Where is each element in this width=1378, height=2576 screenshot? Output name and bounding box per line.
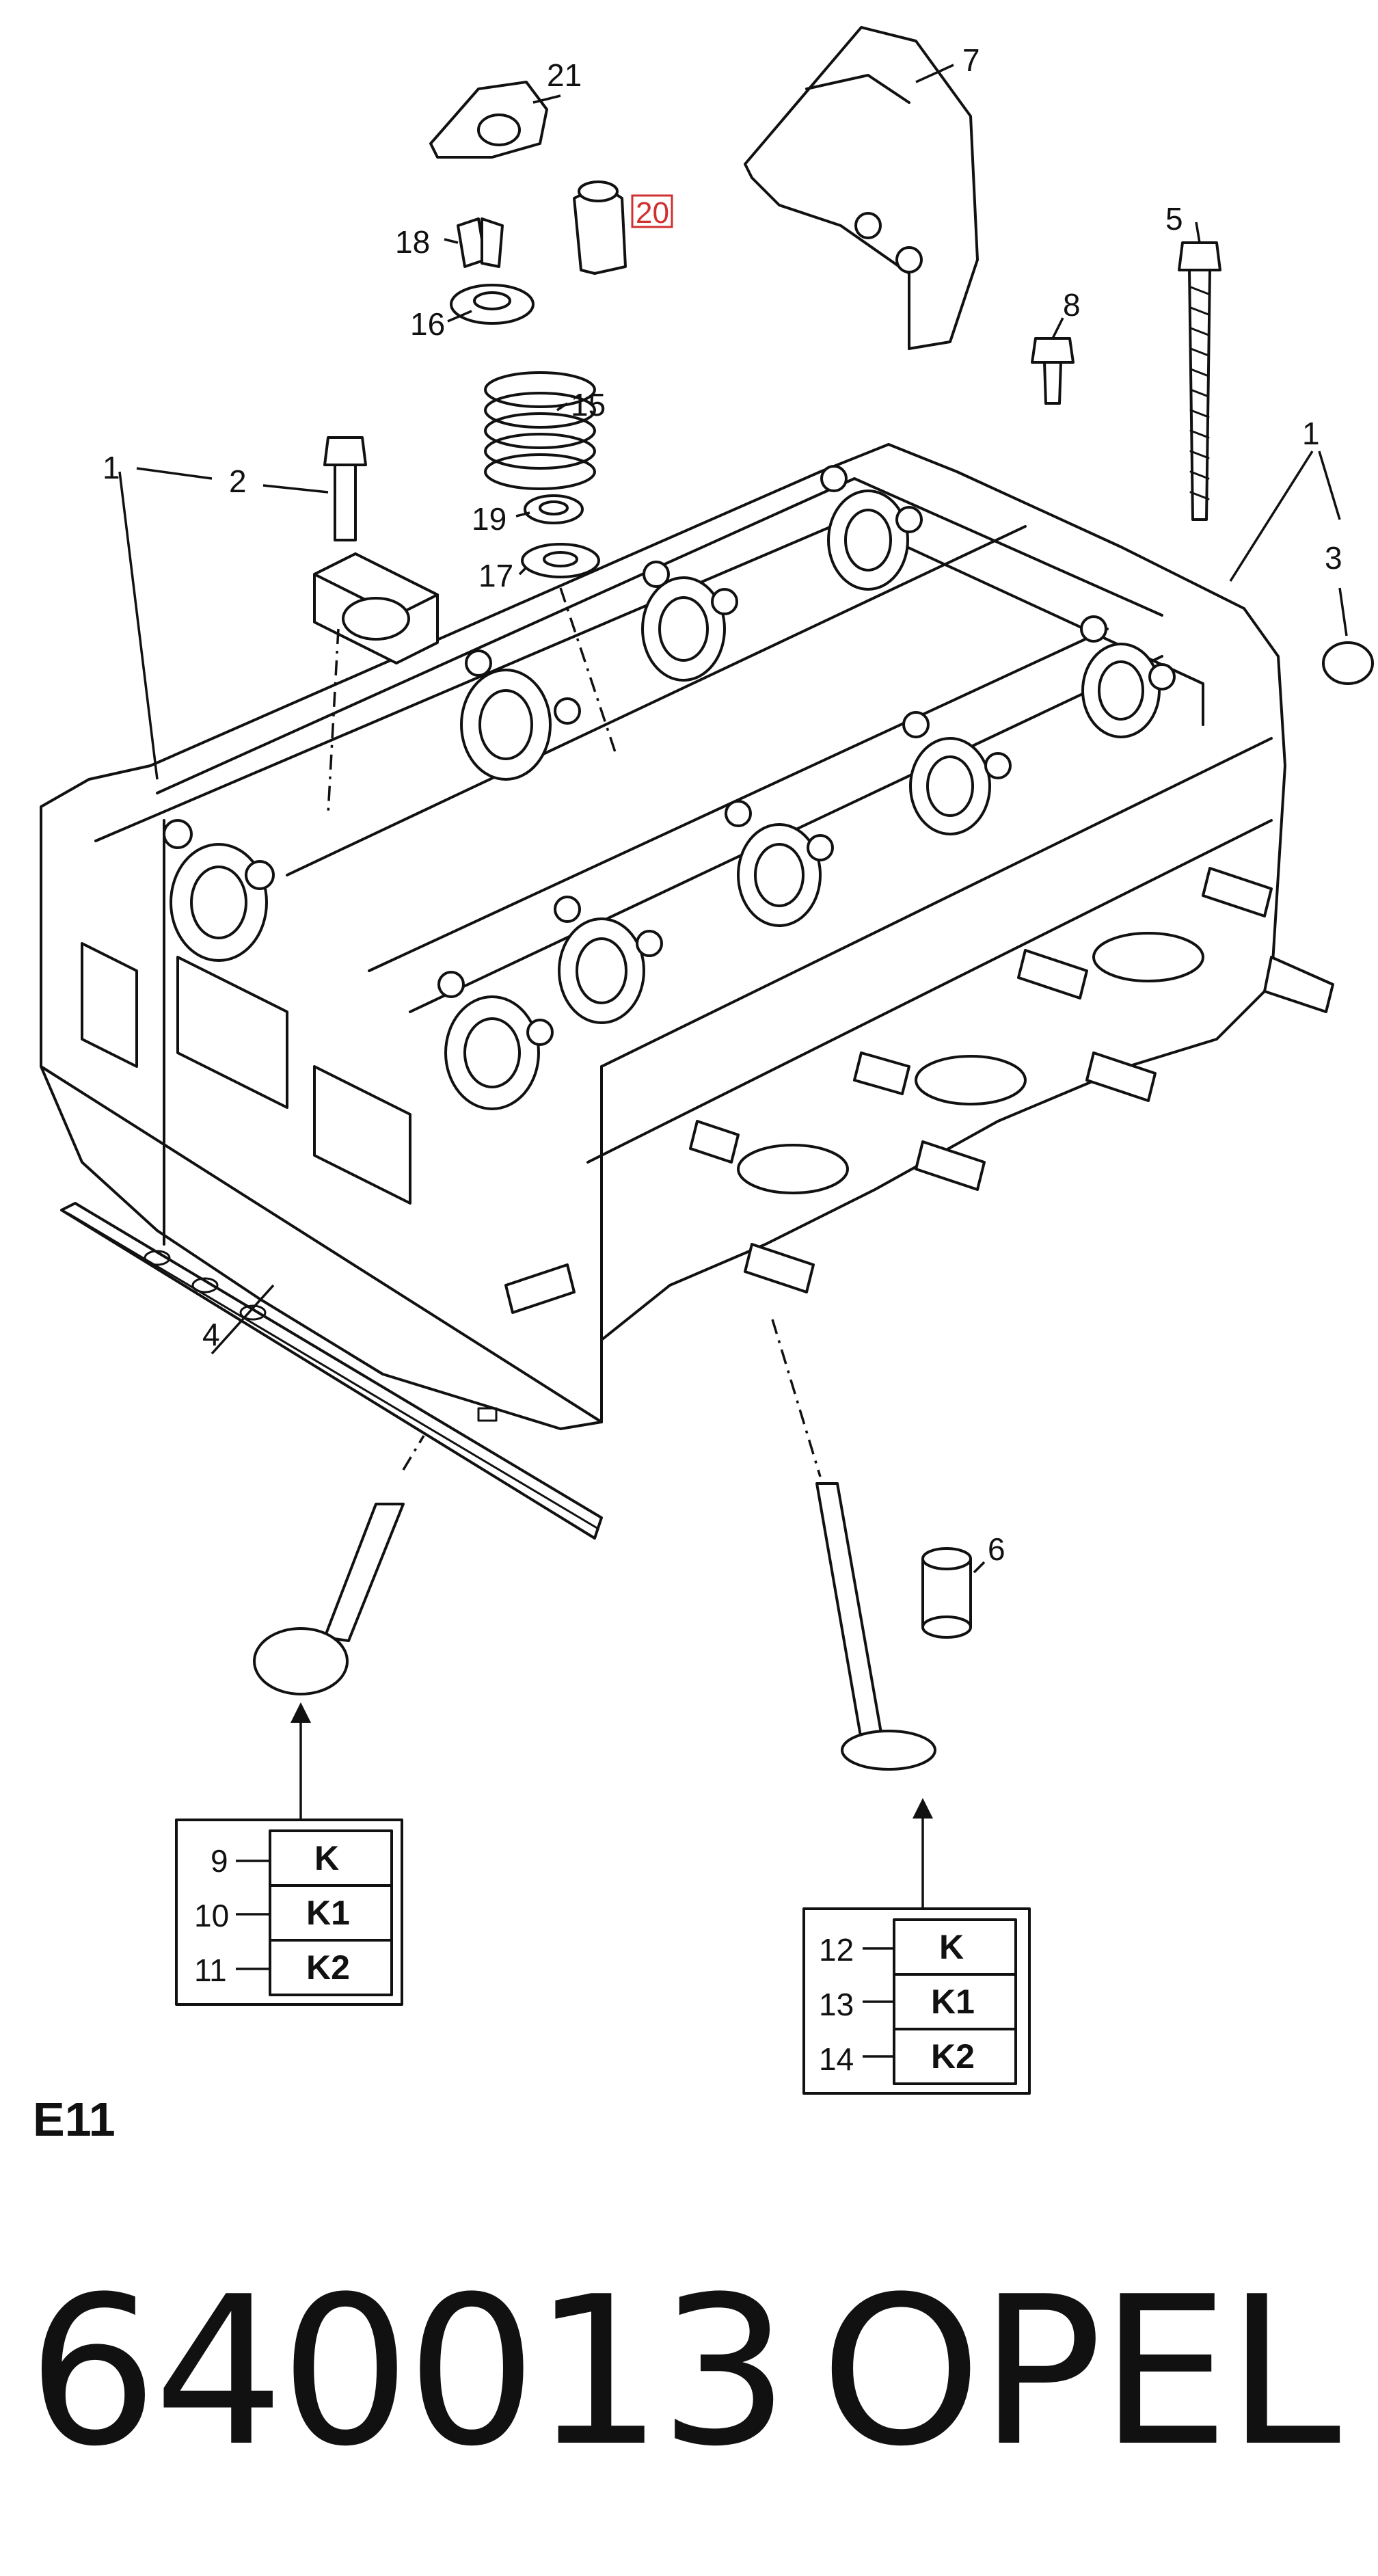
callout-5: 5 [1165, 201, 1183, 237]
section-code: E11 [33, 2093, 116, 2146]
callout-20: 20 [636, 196, 669, 230]
cap-bolts [163, 465, 1176, 1046]
valve-keepers-18 [457, 217, 504, 268]
side-openings [81, 932, 1204, 1205]
bearing-cap [313, 552, 439, 665]
rocker-arm-21 [429, 81, 548, 159]
callout-1-right: 1 [1302, 416, 1320, 451]
exhaust-studs [504, 867, 1334, 1314]
assembly-lines [327, 587, 822, 1477]
spring-seat-17 [521, 543, 600, 578]
leader-lines [118, 64, 1348, 1574]
ref-12: 12 [819, 1932, 854, 1968]
exhaust-valve-variants-box: 12 13 14 K K1 K2 [802, 1907, 1031, 2095]
variant-k2-exhaust: K2 [931, 2037, 975, 2076]
callout-19: 19 [472, 501, 506, 537]
callout-18: 18 [395, 224, 430, 260]
valve-spring-15 [484, 371, 596, 490]
callout-8: 8 [1063, 287, 1081, 323]
callout-7: 7 [962, 42, 980, 78]
ref-9: 9 [211, 1843, 228, 1879]
ref-10: 10 [194, 1898, 229, 1933]
brand-name: OPEL [820, 2253, 1341, 2491]
callout-20-highlight [631, 194, 673, 228]
callout-21: 21 [547, 57, 582, 93]
callout-6: 6 [988, 1531, 1005, 1567]
ref-11: 11 [194, 1953, 227, 1988]
intake-valve [253, 1503, 405, 1695]
bolt-2 [323, 436, 367, 541]
callout-4: 4 [202, 1317, 220, 1352]
valve-arrows [291, 1702, 933, 1907]
spring-retainer-16 [450, 284, 535, 325]
callout-16: 16 [410, 306, 445, 342]
variant-k1: K1 [306, 1894, 350, 1932]
callout-1-left: 1 [103, 450, 120, 485]
head-bolt-5 [1178, 241, 1221, 521]
bolt-8 [1031, 337, 1075, 405]
exhaust-valve [815, 1482, 936, 1771]
plug-3 [1322, 641, 1374, 685]
ref-13: 13 [819, 1987, 854, 2022]
callout-17: 17 [478, 558, 513, 593]
camshaft-bearing-caps [170, 489, 1161, 1110]
head-gasket [60, 1202, 603, 1540]
intake-valve-variants-box: 9 10 11 K K1 K2 [175, 1819, 403, 2006]
variant-k: K [314, 1839, 339, 1877]
callout-labels: 1 2 1 3 4 5 6 7 8 15 16 17 18 19 21 20 [103, 42, 1342, 1567]
variant-k1-exhaust: K1 [931, 1983, 975, 2021]
callout-3: 3 [1325, 540, 1342, 576]
valve-stem-seal-19 [524, 494, 584, 524]
cylinder-head [40, 443, 1334, 1430]
valve-guide-6 [921, 1547, 972, 1639]
callout-15: 15 [571, 387, 606, 422]
hydraulic-lifter-20 [573, 180, 627, 275]
callout-2: 2 [229, 464, 247, 499]
ref-14: 14 [819, 2041, 854, 2077]
part-number: 640013 [27, 2253, 789, 2491]
bracket-7 [744, 26, 979, 350]
variant-k-exhaust: K [939, 1928, 964, 1966]
variant-k2: K2 [306, 1948, 350, 1987]
